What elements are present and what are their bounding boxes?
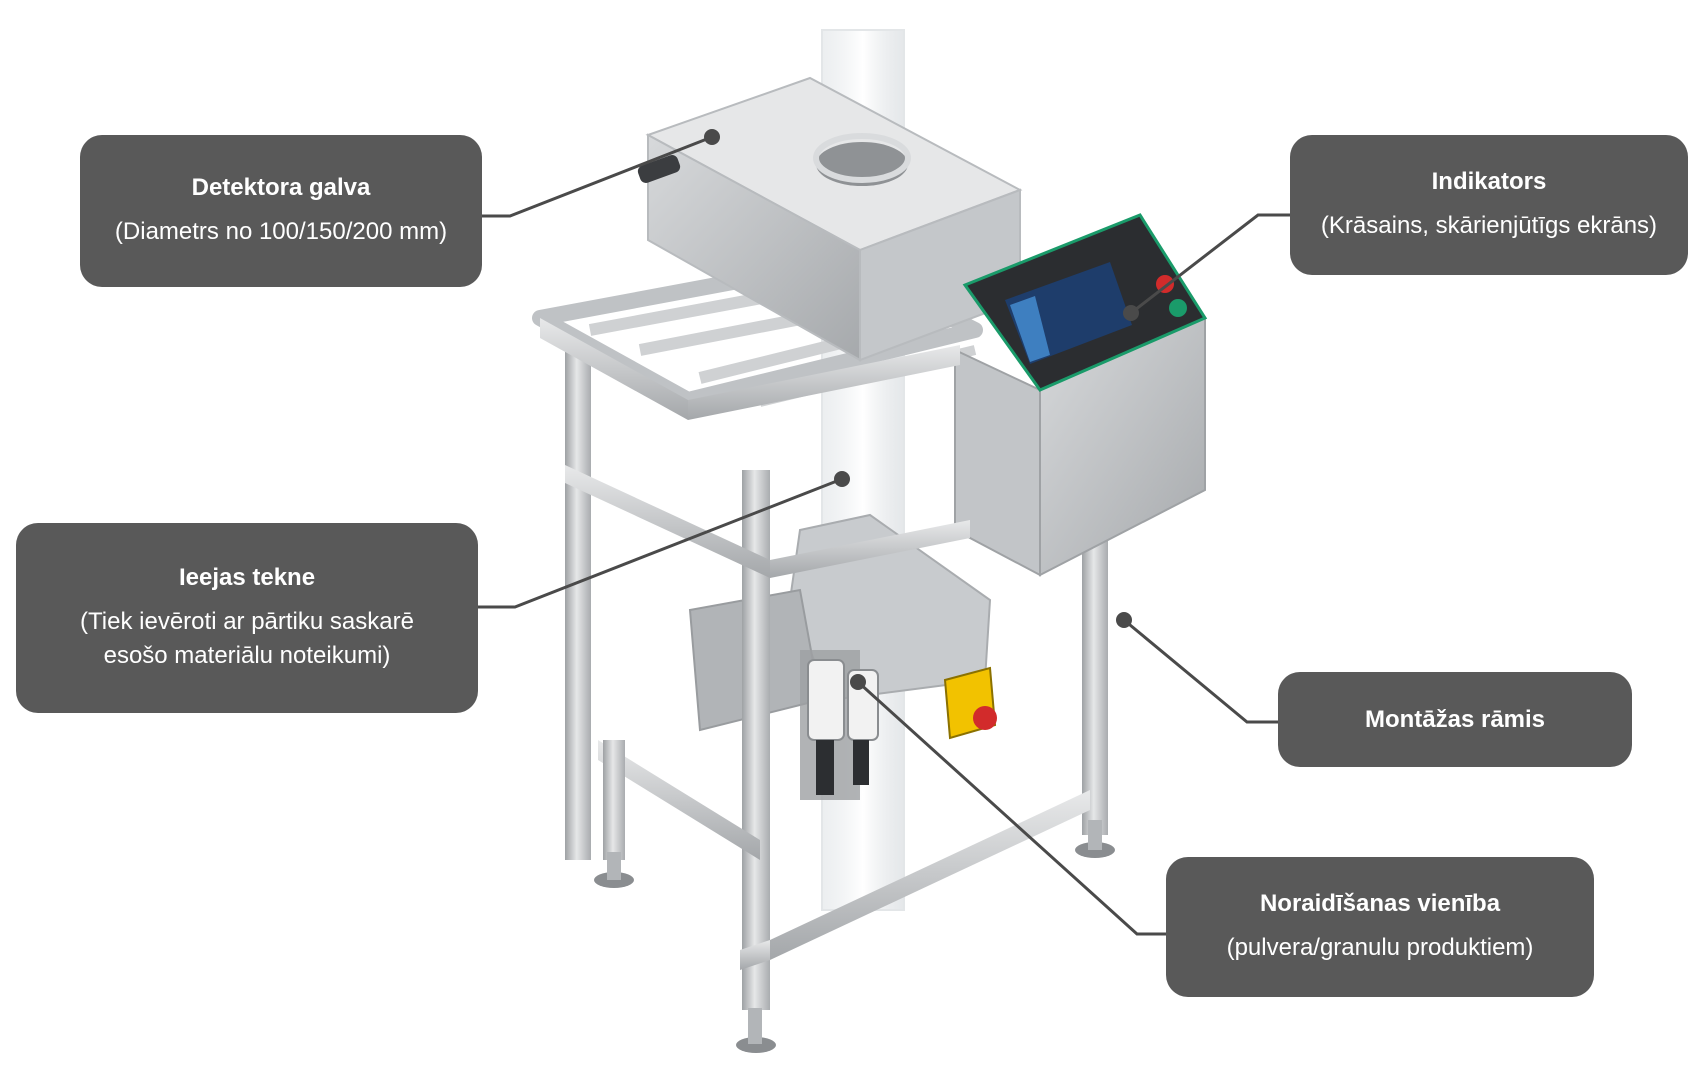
leader-line-mounting-frame	[1123, 618, 1278, 724]
leader-line-indicator	[1130, 213, 1290, 315]
callout-subtitle-line: (Tiek ievēroti ar pārtiku saskarē	[80, 608, 414, 635]
anchor-dot-inlet-chute	[834, 471, 850, 487]
callout-title: Montāžas rāmis	[1364, 705, 1546, 733]
anchor-dot-detector-head	[704, 129, 720, 145]
callout-title: Indikators	[1431, 168, 1547, 195]
callout-mounting-frame: Montāžas rāmis	[1278, 672, 1632, 767]
mounting-frame	[540, 318, 1090, 1010]
leader-line-detector-head	[482, 135, 713, 218]
anchor-dot-reject-unit	[850, 674, 866, 690]
callout-title: Noraidīšanas vienība	[1259, 890, 1501, 917]
callout-reject-unit: Noraidīšanas vienība (pulvera/granulu pr…	[1166, 857, 1594, 997]
indicator-panel	[954, 213, 1208, 577]
leveling-feet	[594, 820, 1115, 1053]
anchor-dot-indicator	[1123, 305, 1139, 321]
frame-leg	[1082, 535, 1108, 835]
callout-subtitle: (Krāsains, skārienjūtīgs ekrāns)	[1320, 212, 1658, 239]
leader-line-reject-unit	[856, 680, 1166, 936]
callout-indicator: Indikators (Krāsains, skārienjūtīgs ekrā…	[1290, 135, 1688, 275]
callout-title: Ieejas tekne	[178, 564, 316, 591]
anchor-dot-mounting-frame	[1116, 612, 1132, 628]
callout-subtitle-line: esošo materiālu noteikumi)	[103, 642, 391, 669]
callout-detector-head: Detektora galva (Diametrs no 100/150/200…	[80, 135, 482, 287]
callout-subtitle: (pulvera/granulu produktiem)	[1226, 934, 1534, 961]
leader-line-inlet-chute	[478, 477, 843, 609]
pneumatic-filter-regulator	[807, 659, 879, 795]
callout-subtitle: (Diametrs no 100/150/200 mm)	[114, 218, 448, 245]
callout-subtitle: (Tiek ievēroti ar pārtiku saskarē esošo …	[80, 605, 414, 673]
emergency-stop-box	[943, 666, 997, 740]
callout-inlet-chute: Ieejas tekne (Tiek ievēroti ar pārtiku s…	[16, 523, 478, 713]
frame-leg	[565, 340, 591, 860]
callout-title: Detektora galva	[191, 174, 371, 201]
detector-head	[637, 76, 1023, 362]
